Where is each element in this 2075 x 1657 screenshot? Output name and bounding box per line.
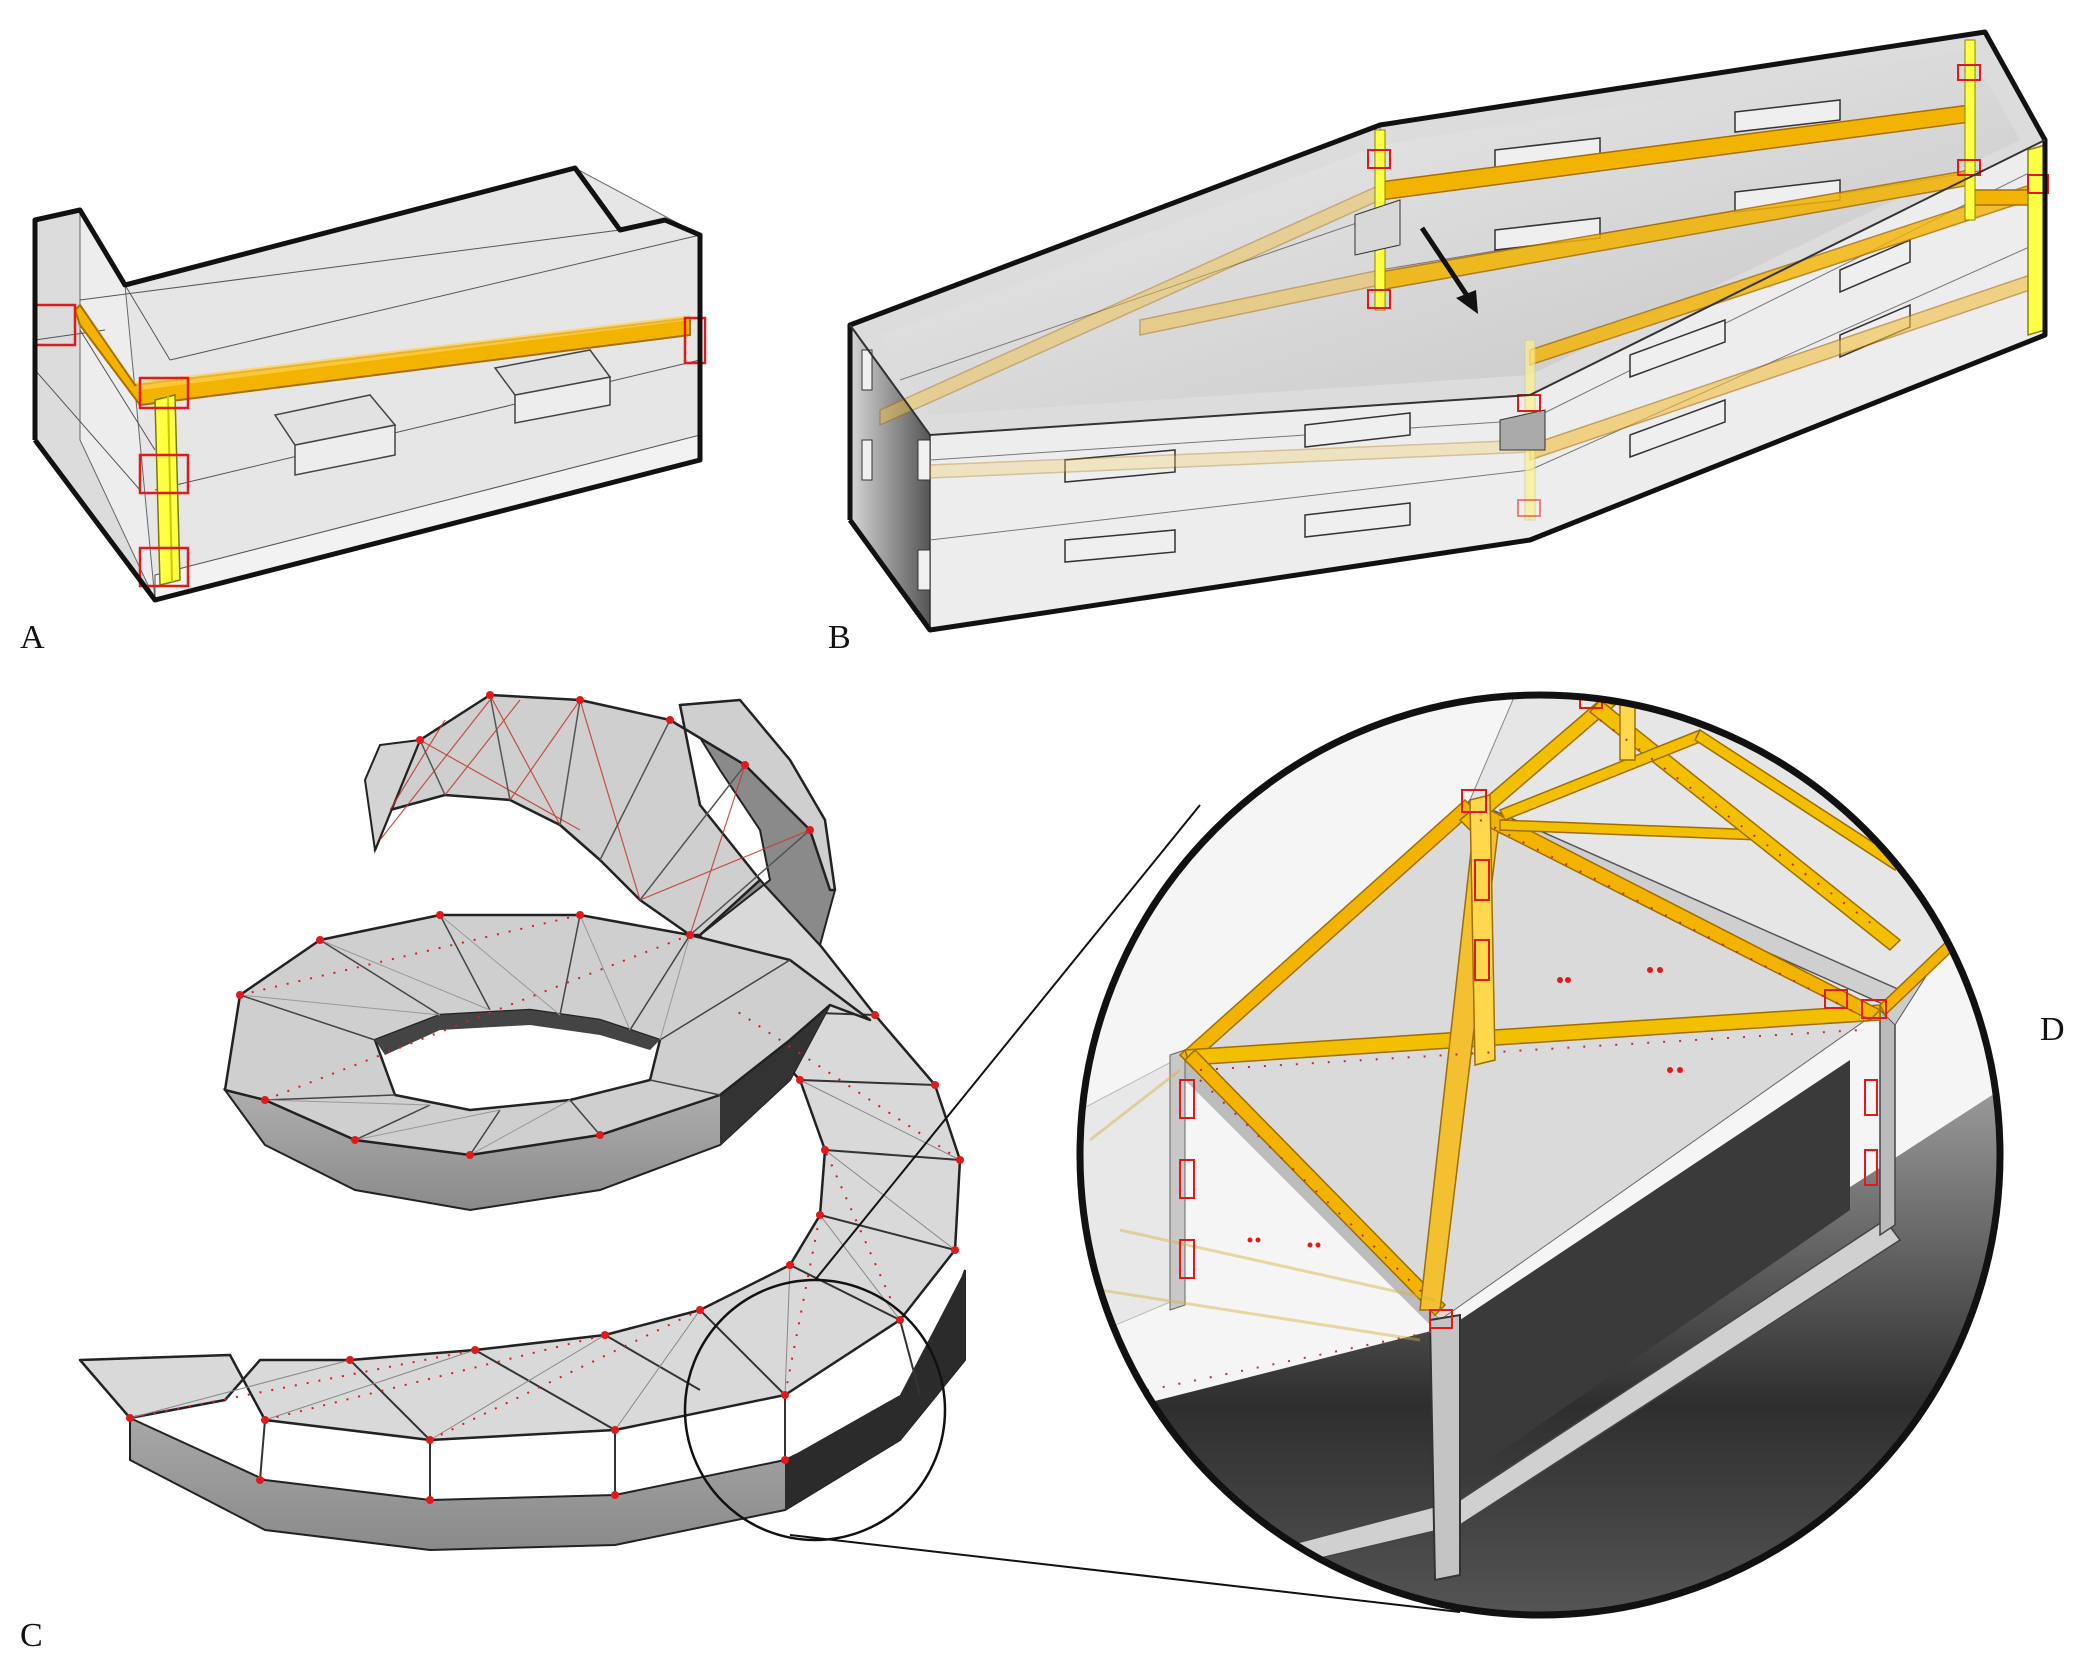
panel-c-spiral bbox=[78, 691, 1461, 1613]
panel-d-beam-7 bbox=[1458, 699, 1617, 832]
panel-d-inner-wall bbox=[1460, 1060, 1850, 1480]
panel-b-module bbox=[847, 29, 2049, 633]
panel-d-zoom-frame bbox=[1076, 691, 2004, 1619]
panel-a-outline bbox=[32, 165, 703, 603]
panel-d-beam-3 bbox=[1183, 1048, 1447, 1317]
panel-a-joint-2 bbox=[683, 316, 707, 365]
panel-c-label: C bbox=[20, 1617, 43, 1654]
panel-b-window-8 bbox=[1839, 238, 1911, 294]
panel-c-zoom-line-1 bbox=[814, 804, 1201, 1281]
panel-b-window-6 bbox=[1629, 398, 1726, 459]
panel-b-column-3 bbox=[2027, 143, 2046, 337]
panel-a-column bbox=[154, 394, 181, 586]
panel-d-label: D bbox=[2040, 1011, 2065, 1048]
panel-b-window-4 bbox=[1304, 502, 1411, 538]
panel-b-window-5 bbox=[1629, 318, 1726, 379]
panel-a-label: A bbox=[20, 619, 45, 656]
panel-a-joint-3 bbox=[138, 376, 190, 410]
panel-c-inner-top bbox=[373, 693, 837, 937]
panel-b-connector-2 bbox=[1499, 409, 1546, 451]
panel-b-arrow bbox=[1419, 226, 1473, 302]
panel-d-left-column bbox=[1428, 1313, 1461, 1582]
panel-c-zoom-line-2 bbox=[789, 1534, 1461, 1613]
panel-b-window-1 bbox=[1064, 449, 1176, 483]
panel-a-module bbox=[32, 165, 707, 603]
panel-a-joint-5 bbox=[138, 546, 190, 588]
panel-d-column bbox=[1469, 794, 1496, 1066]
panel-d-right-wall bbox=[1879, 998, 1896, 1237]
panel-b-column-2 bbox=[1964, 39, 1976, 221]
panel-b-connector-1 bbox=[1354, 199, 1401, 256]
panel-d-beam-10 bbox=[1694, 728, 1901, 872]
panel-a-joint-4 bbox=[138, 453, 190, 495]
panel-b-window-3 bbox=[1304, 412, 1411, 448]
panel-b-window-2 bbox=[1064, 529, 1176, 563]
panel-d-detail bbox=[1076, 691, 2004, 1619]
panel-b-label: B bbox=[828, 619, 851, 656]
panel-b-arrowhead bbox=[1456, 290, 1478, 314]
